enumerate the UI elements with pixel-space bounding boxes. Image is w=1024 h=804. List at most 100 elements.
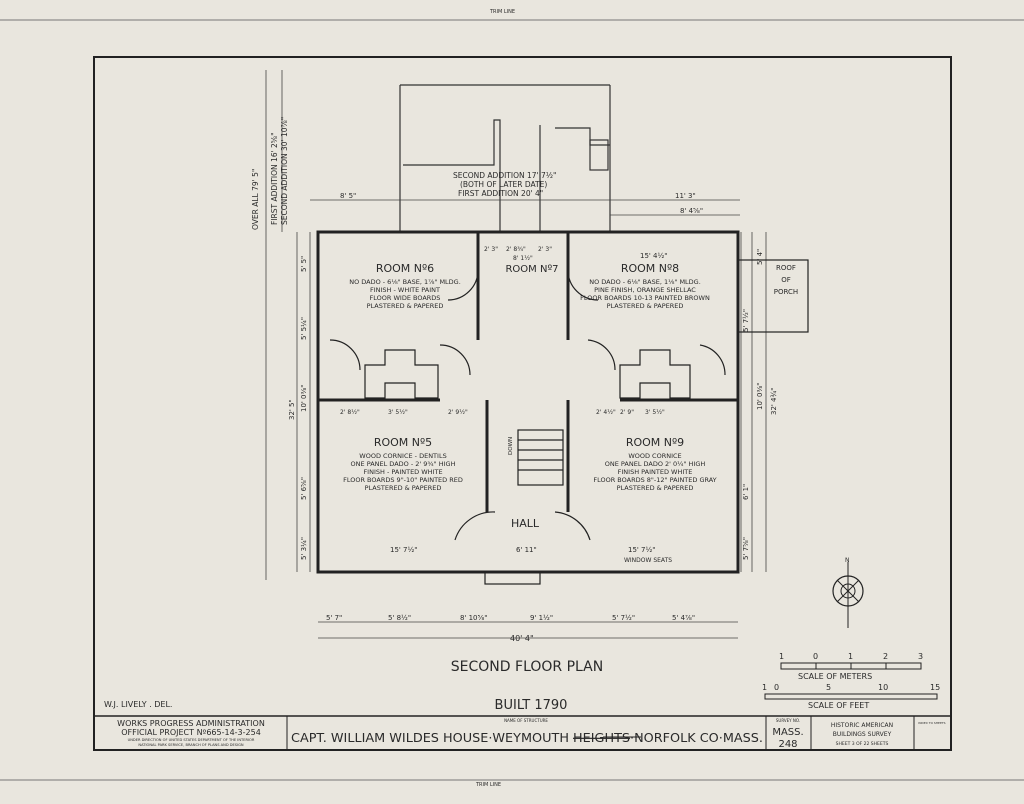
- dimension-lines: [265, 70, 767, 639]
- dim-text: 5' 3¼": [300, 537, 308, 560]
- dim-total: 32' 5": [288, 399, 296, 420]
- dim-text: 6' 11": [516, 546, 537, 554]
- dim-text: 8' 4⅝": [680, 207, 703, 215]
- room-name: ROOM Nº6: [376, 262, 434, 275]
- second-addition-dimension: SECOND ADDITION 30' 10⅞": [280, 117, 289, 225]
- dim-text: 3' 5½": [388, 409, 408, 416]
- dim-text: 5' 7½": [612, 614, 635, 622]
- title-block: WORKS PROGRESS ADMINISTRATION OFFICIAL P…: [93, 715, 952, 751]
- scale-tick: 10: [878, 683, 888, 692]
- dim-text: 10' 0⅜": [300, 384, 308, 412]
- room-6: ROOM Nº6 NO DADO - 6⅛" BASE, 1⅞" MLDG. F…: [349, 262, 461, 310]
- room-5: ROOM Nº5 WOOD CORNICE - DENTILS ONE PANE…: [343, 436, 463, 492]
- agency-line: NATIONAL PARK SERVICE, BRANCH OF PLANS A…: [138, 743, 243, 747]
- scale-of-feet: 1 0 5 10 15 SCALE OF FEET: [762, 683, 940, 710]
- stair-down-label: DOWN: [508, 437, 514, 455]
- dim-total: 32' 4¾": [770, 387, 778, 415]
- scale-tick: 1: [779, 652, 784, 661]
- scale-tick: 5: [826, 683, 831, 692]
- scale-tick: 15: [930, 683, 940, 692]
- later-date-note: (BOTH OF LATER DATE): [460, 180, 547, 189]
- roof-porch-label: PORCH: [774, 288, 798, 296]
- north-label: N: [845, 557, 850, 564]
- survey-number: 248: [778, 739, 797, 750]
- scale-tick: 3: [918, 652, 923, 661]
- dim-text: 10' 0⅜": [756, 382, 764, 410]
- dim-text: 8' 1½": [513, 255, 533, 262]
- scale-tick: 0: [813, 652, 818, 661]
- dim-text: 9' 1½": [530, 614, 553, 622]
- roof-porch-label: OF: [781, 276, 791, 284]
- dim-text: 5' 4⅞": [672, 614, 695, 622]
- dim-text: 2' 3": [538, 246, 552, 253]
- built-date: BUILT 1790: [495, 698, 568, 713]
- survey-state: MASS.: [772, 727, 803, 738]
- room-note: FINISH - WHITE PAINT: [370, 286, 440, 294]
- interior-details: [329, 259, 809, 585]
- trim-line-top-label: TRIM LINE: [489, 9, 515, 15]
- structure-name: CAPT. WILLIAM WILDES HOUSE·WEYMOUTH HEIG…: [291, 731, 763, 745]
- name-caption: NAME OF STRUCTURE: [504, 718, 548, 723]
- room-note: WOOD CORNICE - DENTILS: [359, 452, 446, 460]
- scale-tick: 2: [883, 652, 888, 661]
- room-name: ROOM Nº8: [621, 262, 679, 275]
- agency-line: WORKS PROGRESS ADMINISTRATION: [117, 719, 265, 728]
- delineator: W.J. LIVELY . DEL.: [104, 700, 172, 709]
- drawing-title: SECOND FLOOR PLAN: [451, 659, 603, 675]
- scale-tick: 1: [762, 683, 767, 692]
- room-note: PLASTERED & PAPERED: [367, 302, 444, 310]
- room-note: PLASTERED & PAPERED: [607, 302, 684, 310]
- room-note: FLOOR BOARDS 10-13 PAINTED BROWN: [580, 294, 710, 302]
- trim-line-bottom-label: TRIM LINE: [475, 782, 501, 788]
- window-seats-label: WINDOW SEATS: [624, 557, 672, 564]
- sheet-count: SHEET 3 OF 22 SHEETS: [836, 741, 889, 747]
- dim-text: 5' 6⅝": [300, 477, 308, 500]
- dim-text: 5' 8½": [388, 614, 411, 622]
- structure-name-struck: HEIGHTS: [573, 731, 630, 745]
- structure-name-part: ·NORFOLK CO·MASS.: [630, 731, 763, 745]
- room-name: ROOM Nº9: [626, 436, 684, 449]
- first-addition-dimension: FIRST ADDITION 16' 2⅝": [270, 132, 279, 225]
- dimension-texts: 8' 5" 11' 3" 8' 4⅝" 2' 3" 2' 8¾" 2' 3" 8…: [288, 192, 778, 643]
- dim-text: 2' 3": [484, 246, 498, 253]
- sheet-border: [93, 56, 952, 751]
- room-name: ROOM Nº5: [374, 436, 432, 449]
- dim-text: 15' 7½": [390, 546, 418, 554]
- structure-name-part: CAPT. WILLIAM WILDES HOUSE·WEYMOUTH: [291, 731, 573, 745]
- room-note: FINISH PAINTED WHITE: [618, 468, 693, 476]
- survey-caption: SURVEY NO.: [776, 718, 800, 723]
- room-note: FLOOR WIDE BOARDS: [370, 294, 441, 302]
- dim-text: 3' 5½": [645, 409, 665, 416]
- dim-text: 2' 4½": [596, 409, 616, 416]
- room-9: ROOM Nº9 WOOD CORNICE ONE PANEL DADO 2' …: [593, 436, 716, 492]
- dim-text: 2' 9½": [448, 409, 468, 416]
- room-note: ONE PANEL DADO - 2' 9¾" HIGH: [351, 460, 456, 468]
- roof-porch-label: ROOF: [776, 264, 796, 272]
- scale-tick: 1: [848, 652, 853, 661]
- dim-text: 15' 4½": [640, 252, 668, 260]
- room-note: FINISH - PAINTED WHITE: [363, 468, 442, 476]
- room-note: NO DADO - 6⅛" BASE, 1⅞" MLDG.: [349, 278, 461, 286]
- dim-text: 5' 5": [300, 256, 308, 272]
- scale-tick: 0: [774, 683, 779, 692]
- dim-text: 11' 3": [675, 192, 696, 200]
- room-7: ROOM Nº7: [505, 264, 558, 275]
- room-note: NO DADO - 6⅛" BASE, 1⅛" MLDG.: [589, 278, 701, 286]
- agency-line: UNDER DIRECTION OF UNITED STATES DEPARTM…: [128, 738, 255, 742]
- room-note: PLASTERED & PAPERED: [365, 484, 442, 492]
- first-addition-label: FIRST ADDITION 20' 4": [458, 189, 543, 198]
- dim-text: 15' 7½": [628, 546, 656, 554]
- overall-dimension: OVER ALL 79' 5": [251, 169, 260, 230]
- survey-name: HISTORIC AMERICAN: [831, 722, 893, 729]
- room-note: WOOD CORNICE: [628, 452, 681, 460]
- scale-of-meters: 1 0 1 2 3 SCALE OF METERS: [779, 652, 923, 681]
- survey-name: BUILDINGS SURVEY: [833, 731, 892, 738]
- dim-text: 2' 8½": [340, 409, 360, 416]
- scale-label: SCALE OF METERS: [798, 672, 872, 681]
- agency-line: OFFICIAL PROJECT Nº665-14-3-254: [121, 728, 261, 737]
- dim-text: 5' 4": [756, 249, 764, 265]
- room-note: ONE PANEL DADO 2' 0¼" HIGH: [605, 460, 706, 468]
- dim-text: 2' 9": [620, 409, 634, 416]
- north-arrow-icon: N: [832, 557, 864, 628]
